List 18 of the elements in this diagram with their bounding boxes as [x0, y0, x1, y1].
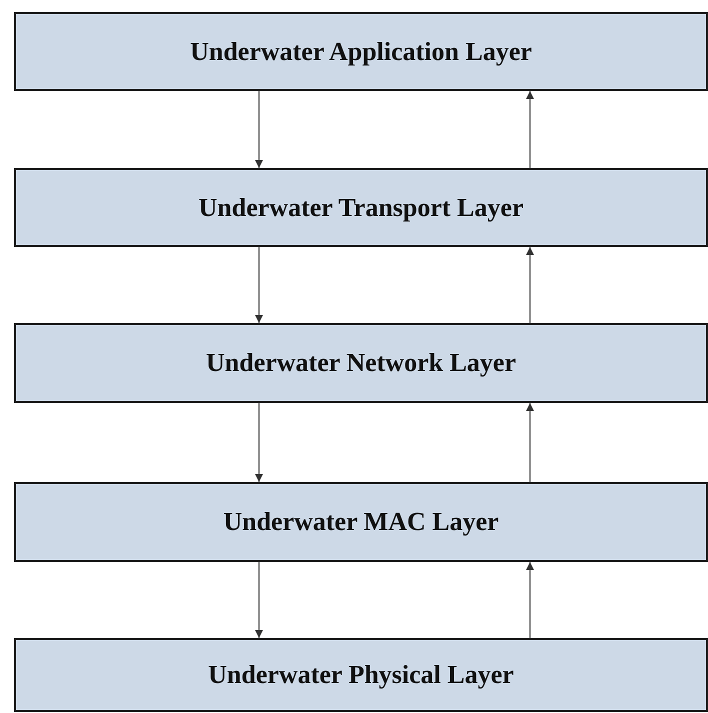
layer-box [14, 482, 708, 562]
arrow [255, 562, 263, 638]
arrow [255, 403, 263, 482]
arrow [526, 562, 534, 638]
arrow [526, 247, 534, 323]
arrow [526, 403, 534, 482]
layer-label: Underwater Transport Layer [198, 192, 524, 222]
layer-box [14, 323, 708, 403]
layer-label: Underwater Network Layer [206, 348, 516, 378]
layer-box [14, 12, 708, 91]
arrow [526, 91, 534, 168]
arrow [255, 247, 263, 323]
layer-label: Underwater Physical Layer [208, 660, 514, 690]
layer-label: Underwater Application Layer [190, 36, 532, 66]
layer-box [14, 638, 708, 712]
layer-box [14, 168, 708, 247]
layer-label: Underwater MAC Layer [223, 507, 499, 537]
arrow [255, 91, 263, 168]
